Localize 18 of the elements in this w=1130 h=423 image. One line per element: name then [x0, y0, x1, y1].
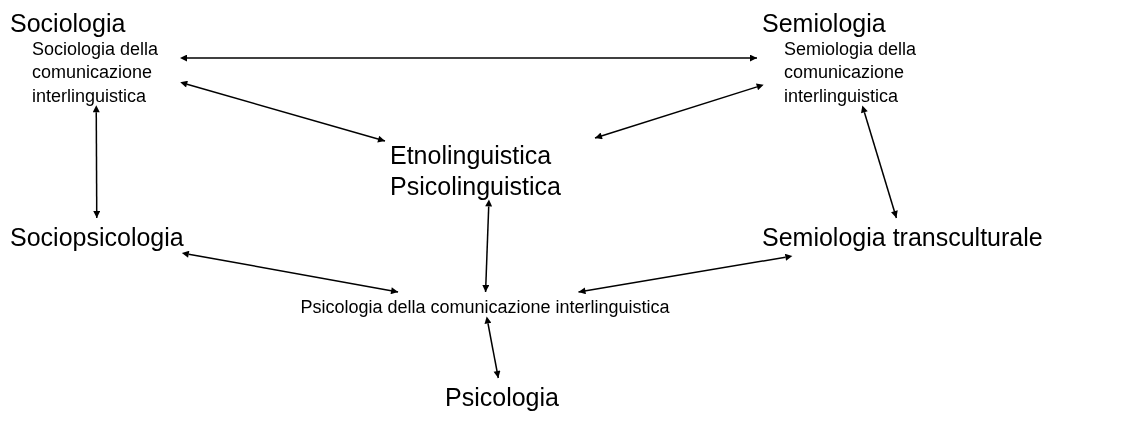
double-arrow: [577, 253, 793, 295]
node-label: Psicologia: [445, 382, 559, 413]
subtitle-text: Semiologia della comunicazione interlinguistica: [784, 38, 918, 108]
double-arrow: [861, 105, 898, 219]
subtitle-text: Sociologia della comunicazione interlinguistica: [32, 38, 160, 108]
double-arrow: [92, 105, 101, 219]
double-arrow: [181, 250, 399, 295]
heading-text: Semiologia: [762, 8, 887, 38]
double-arrow: [594, 83, 764, 140]
node-label: Psicologia della comunicazione interlinguistica: [300, 296, 670, 319]
node-label: Etnolinguistica Psicolinguistica: [390, 140, 562, 203]
double-arrow: [180, 54, 758, 62]
double-arrow: [484, 316, 501, 379]
node-label: Sociopsicologia: [10, 222, 184, 253]
heading-text: Sociologia: [10, 8, 127, 38]
double-arrow: [482, 199, 493, 293]
double-arrow: [180, 80, 386, 143]
node-label: Semiologia transculturale: [762, 222, 1043, 253]
